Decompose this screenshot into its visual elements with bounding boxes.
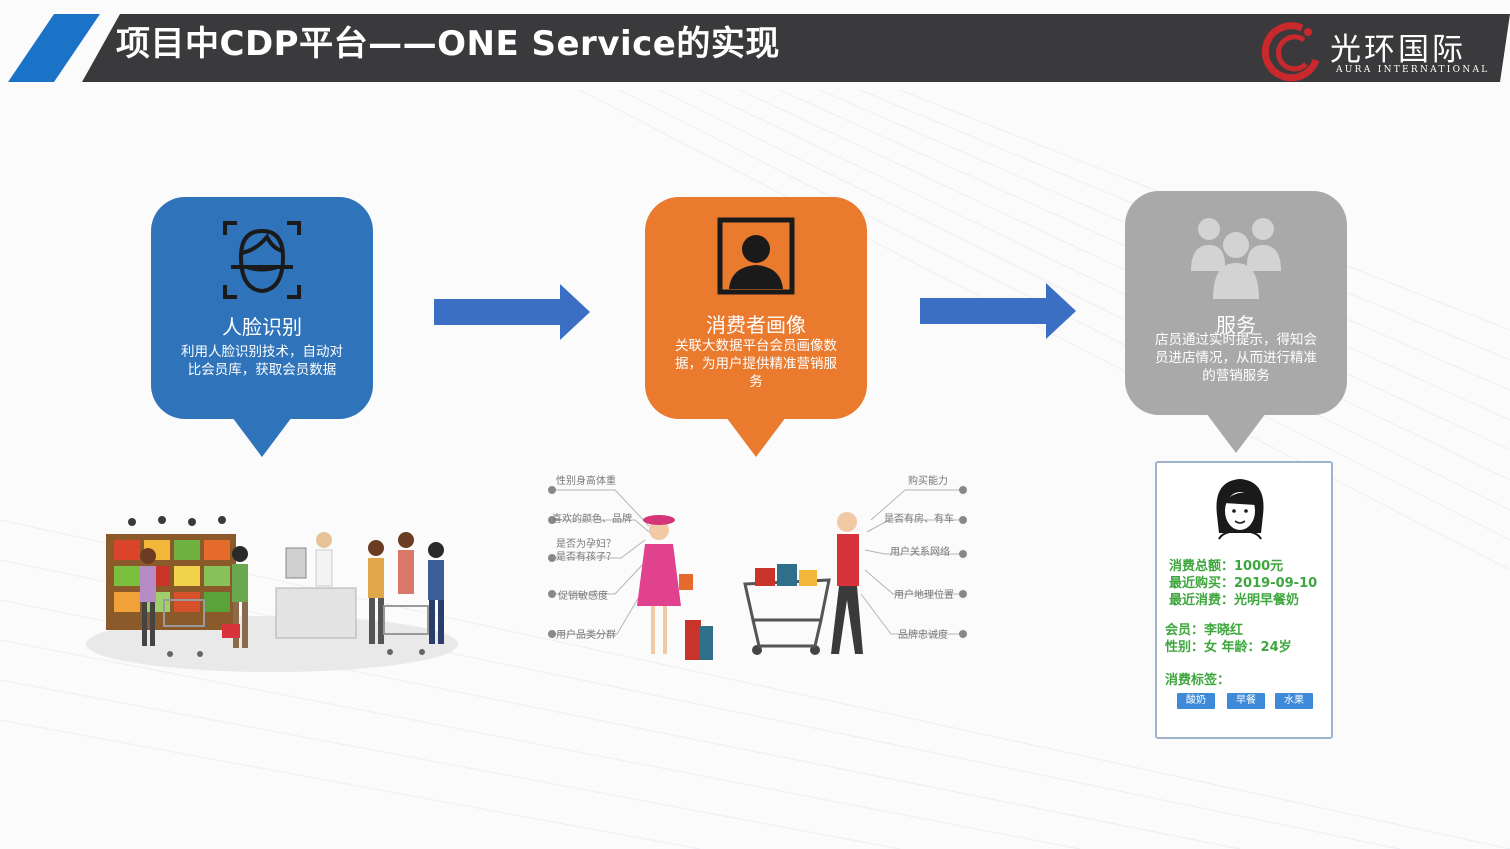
step-title: 人脸识别 — [222, 315, 302, 339]
logo-text-cn: 光环国际 — [1330, 32, 1466, 68]
service-card: 服务 店员通过实时提示，得知会员进店情况，从而进行精准的营销服务 — [1125, 191, 1347, 453]
profile-dot — [959, 590, 967, 598]
recent-purchase-item: 最近消费：光明早餐奶 — [1169, 593, 1300, 608]
profile-dot — [959, 516, 967, 524]
supermarket-illustration — [86, 516, 458, 672]
profile-label: 促销敏感度 — [558, 591, 608, 602]
profile-label: 用户关系网络 — [890, 547, 950, 558]
profile-dot — [548, 590, 556, 598]
profile-label: 用户品类分群 — [556, 630, 616, 641]
profile-label: 喜欢的颜色、品牌 — [552, 514, 632, 525]
profile-dot — [959, 486, 967, 494]
tags-label: 消费标签： — [1165, 673, 1231, 688]
profile-label: 是否有孩子？ — [556, 552, 616, 563]
profile-dot — [548, 486, 556, 494]
consumer-profile-card: 消费者画像 关联大数据平台会员画像数据，为用户提供精准营销服务 — [645, 197, 867, 457]
aura-logo-icon — [1261, 22, 1320, 82]
avatar — [1216, 479, 1264, 540]
step-title: 消费者画像 — [706, 313, 806, 337]
flow-arrow-icon — [434, 284, 590, 340]
profile-label: 是否有房、有车 — [884, 514, 954, 525]
face-scan-icon — [223, 221, 301, 299]
total-spend: 消费总额：1000元 — [1169, 559, 1284, 574]
profile-dot — [959, 630, 967, 638]
member-gender-age: 性别：女 年龄：24岁 — [1165, 640, 1292, 655]
portrait-icon — [717, 217, 795, 295]
header-band — [8, 14, 1510, 82]
consumption-tag: 早餐 — [1227, 693, 1265, 709]
profile-label: 性别身高体重 — [556, 476, 616, 487]
flow-arrow-icon — [920, 283, 1076, 339]
consumption-tag: 水果 — [1275, 693, 1313, 709]
step-description: 关联大数据平台会员画像数据，为用户提供精准营销服务 — [675, 338, 837, 390]
page-title: 项目中CDP平台——ONE Service的实现 — [116, 24, 780, 64]
profile-dot — [548, 630, 556, 638]
step-description: 店员通过实时提示，得知会员进店情况，从而进行精准的营销服务 — [1155, 332, 1317, 384]
step-description: 利用人脸识别技术，自动对比会员库，获取会员数据 — [181, 344, 343, 378]
profile-label: 用户地理位置 — [894, 590, 954, 601]
consumption-tag: 酸奶 — [1177, 693, 1215, 709]
profile-connector-lines — [553, 489, 965, 660]
face-recognition-card: 人脸识别 利用人脸识别技术，自动对比会员库，获取会员数据 — [151, 197, 373, 457]
step-title: 服务 — [1216, 313, 1256, 337]
profile-label: 品牌忠诚度 — [898, 630, 948, 641]
profile-label: 购买能力 — [908, 476, 948, 487]
logo-text-en: AURA INTERNATIONAL — [1336, 65, 1490, 75]
slide-header: 项目中CDP平台——ONE Service的实现 光环国际 AURA INTER… — [0, 0, 1510, 90]
profile-dot — [959, 550, 967, 558]
member-info-card: 消费总额：1000元 最近购买：2019-09-10 最近消费：光明早餐奶 会员… — [1155, 461, 1333, 739]
profile-dot — [548, 554, 556, 562]
member-name: 会员：李晓红 — [1165, 623, 1244, 638]
profile-dot — [548, 516, 556, 524]
profile-label: 是否为孕妇？ — [556, 539, 616, 550]
recent-purchase-date: 最近购买：2019-09-10 — [1169, 576, 1318, 591]
group-icon — [1191, 218, 1281, 299]
